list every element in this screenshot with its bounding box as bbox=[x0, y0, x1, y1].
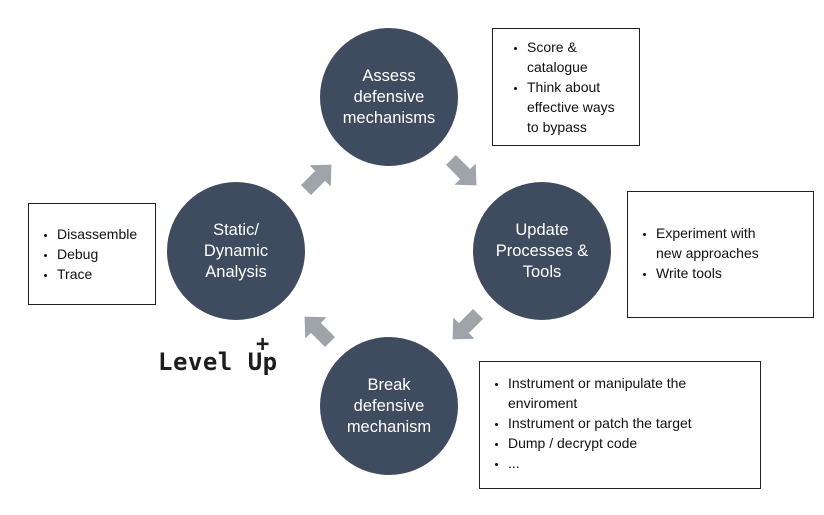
note-break-item: Instrument or manipulate the enviroment bbox=[508, 373, 754, 413]
note-static-item: Debug bbox=[57, 244, 149, 264]
level-up-logo-text: Level Up bbox=[158, 348, 278, 376]
node-update: Update Processes & Tools bbox=[473, 182, 611, 320]
note-update: Experiment with new approaches Write too… bbox=[627, 191, 814, 318]
level-up-logo: Level Up+ bbox=[158, 332, 278, 376]
node-static-label: Static/ Dynamic Analysis bbox=[203, 220, 269, 281]
note-break-item: Instrument or patch the target bbox=[508, 413, 754, 433]
level-up-plus-icon: + bbox=[256, 332, 270, 357]
note-update-item: Experiment with new approaches bbox=[656, 223, 807, 263]
note-assess-item: Think about effective ways to bypass bbox=[527, 77, 633, 137]
note-update-item: Write tools bbox=[656, 263, 807, 283]
note-break-item: ... bbox=[508, 453, 754, 473]
node-static: Static/ Dynamic Analysis bbox=[167, 182, 305, 320]
note-break: Instrument or manipulate the enviroment … bbox=[479, 361, 761, 489]
arrow-assess-to-update bbox=[446, 155, 477, 186]
node-assess-label: Assess defensive mechanisms bbox=[342, 66, 436, 127]
node-assess: Assess defensive mechanisms bbox=[320, 28, 458, 166]
note-static: Disassemble Debug Trace bbox=[28, 203, 156, 305]
node-update-label: Update Processes & Tools bbox=[495, 220, 589, 281]
note-assess: Score & catalogue Think about effective … bbox=[492, 28, 640, 146]
note-break-item: Dump / decrypt code bbox=[508, 433, 754, 453]
arrow-update-to-break bbox=[452, 309, 483, 340]
arrow-break-to-static bbox=[304, 316, 335, 347]
node-break: Break defensive mechanism bbox=[320, 337, 458, 475]
note-static-item: Trace bbox=[57, 264, 149, 284]
note-assess-item: Score & catalogue bbox=[527, 37, 633, 77]
note-static-item: Disassemble bbox=[57, 224, 149, 244]
arrow-static-to-assess bbox=[301, 164, 332, 195]
node-break-label: Break defensive mechanism bbox=[346, 375, 432, 436]
